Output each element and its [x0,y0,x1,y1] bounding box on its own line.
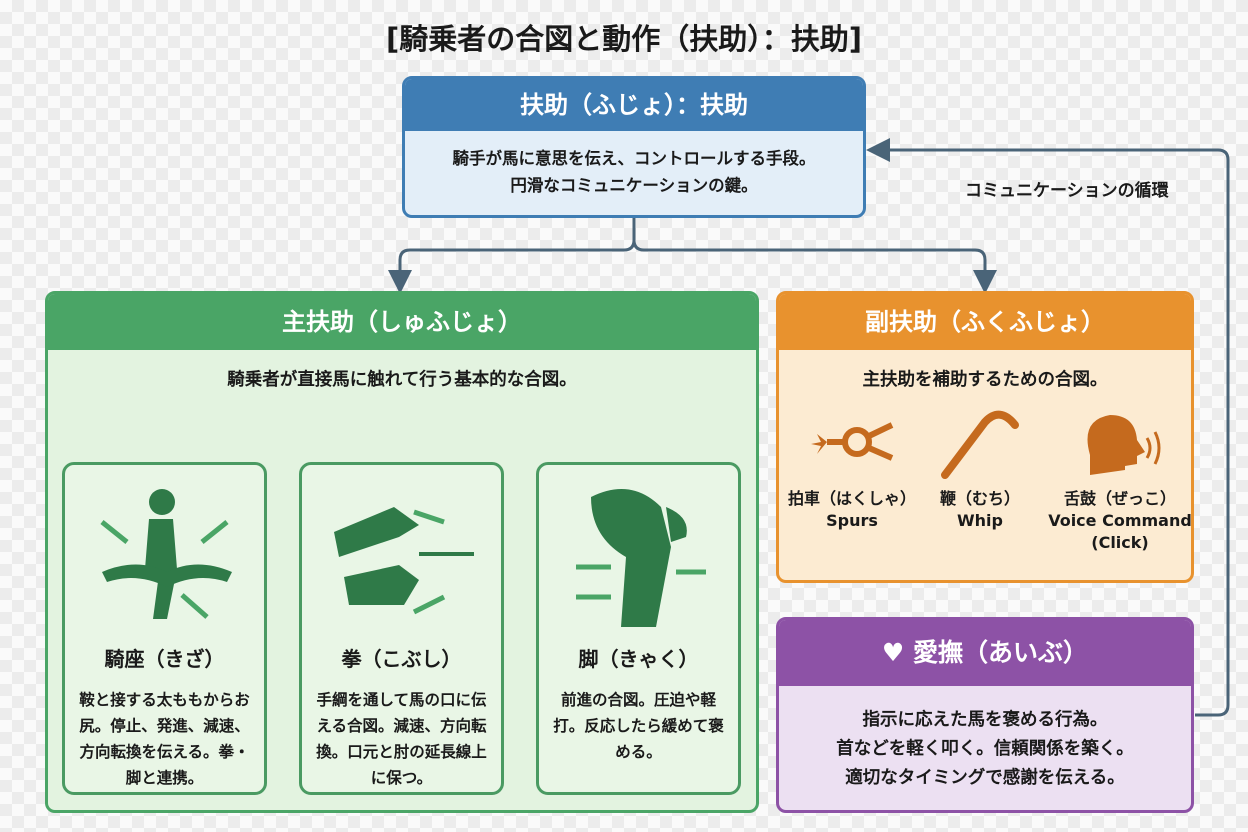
card-seat: 騎座（きざ） 鞍と接する太ももからお尻。停止、発進、減速、方向転換を伝える。拳・… [62,462,267,795]
whip-icon [941,410,1019,479]
card-leg: 脚（きゃく） 前進の合図。圧迫や軽打。反応したら緩めて褒める。 [536,462,741,795]
top-line: 円滑なコミュニケーションの鍵。 [510,176,758,195]
praise-line: 首などを軽く叩く。信頼関係を築く。 [836,739,1134,759]
tool-spurs: 拍車（はくしゃ）Spurs [782,410,922,532]
card-name: 脚（きゃく） [578,647,699,671]
top-line: 騎手が馬に意思を伝え、コントロールする手段。 [452,149,816,168]
cycle-arrow [866,138,1230,717]
tool-whip: 鞭（むち）Whip [910,410,1050,532]
praise-box: ♥ 愛撫（あいぶ） 指示に応えた馬を褒める行為。 首などを軽く叩く。信頼関係を築… [776,617,1194,813]
arrow-to-sub [632,239,997,294]
card-name: 拳（こぶし） [341,647,462,671]
heart-icon: ♥ [881,638,914,667]
sub-header: 副扶助（ふくふじょ） [779,294,1191,350]
leg-icon [576,489,706,627]
sub-subtitle: 主扶助を補助するための合図。 [862,370,1108,390]
card-desc: 手綱を通して馬の口に伝える合図。減速、方向転換。口元と肘の延長線上に保つ。 [316,691,487,787]
card-fist: 拳（こぶし） 手綱を通して馬の口に伝える合図。減速、方向転換。口元と肘の延長線上… [299,462,504,795]
tool-voice: 舌鼓（ぜっこ）Voice Command(Click) [1045,410,1195,554]
spur-icon [811,422,894,461]
praise-line: 適切なタイミングで感謝を伝える。 [845,768,1125,788]
card-name: 騎座（きざ） [104,647,225,671]
page-title: [騎乗者の合図と動作（扶助）：扶助] [385,22,862,56]
card-desc: 前進の合図。圧迫や軽打。反応したら緩めて褒める。 [553,691,724,761]
praise-line: 指示に応えた馬を褒める行為。 [862,710,1108,730]
main-subtitle: 騎乗者が直接馬に触れて行う基本的な合図。 [227,370,577,390]
top-header: 扶助（ふじょ）：扶助 [405,79,863,131]
seat-icon [100,489,232,619]
praise-header: 愛撫（あいぶ） [913,638,1089,667]
arrow-to-main [388,217,636,294]
voice-icon [1087,415,1161,475]
top-box: 扶助（ふじょ）：扶助 騎手が馬に意思を伝え、コントロールする手段。 円滑なコミュ… [402,76,866,218]
main-header: 主扶助（しゅふじょ） [48,294,756,350]
card-desc: 鞍と接する太ももからお尻。停止、発進、減速、方向転換を伝える。拳・脚と連携。 [79,691,250,787]
cycle-label: コミュニケーションの循環 [965,181,1169,201]
fist-icon [334,507,474,615]
